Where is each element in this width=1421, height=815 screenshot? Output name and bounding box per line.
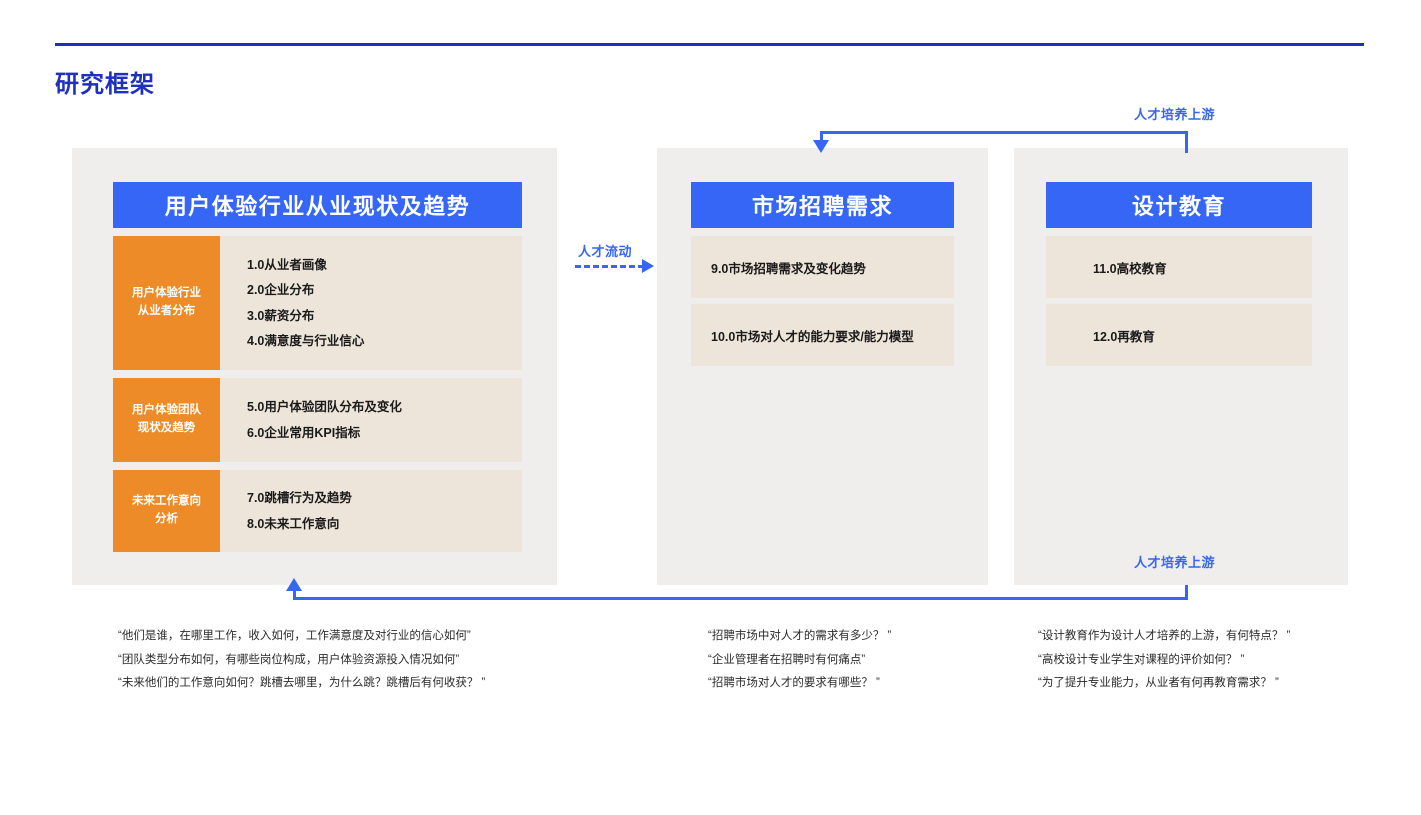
row-items: 1.0从业者画像 2.0企业分布 3.0薪资分布 4.0满意度与行业信心	[220, 236, 522, 370]
column-header-education[interactable]: 设计教育	[1046, 182, 1312, 228]
footnote-group-education: “设计教育作为设计人才培养的上游，有何特点？ ” “高校设计专业学生对课程的评价…	[1038, 625, 1290, 696]
topic-item[interactable]: 7.0跳槽行为及趋势	[247, 491, 352, 505]
top-connector-right-riser	[1185, 131, 1188, 153]
row-tag-line: 现状及趋势	[137, 422, 196, 434]
footnote-line: “企业管理者在招聘时有何痛点”	[708, 653, 866, 666]
arrow-right-icon	[642, 259, 654, 273]
column-header-recruitment[interactable]: 市场招聘需求	[691, 182, 954, 228]
row-tag: 未来工作意向 分析	[113, 470, 220, 552]
row-items: 7.0跳槽行为及趋势 8.0未来工作意向	[220, 470, 522, 552]
topic-card[interactable]: 11.0高校教育	[1046, 236, 1312, 298]
topic-item[interactable]: 4.0满意度与行业信心	[247, 334, 365, 348]
topic-item[interactable]: 5.0用户体验团队分布及变化	[247, 400, 402, 414]
topic-row[interactable]: 用户体验行业 从业者分布 1.0从业者画像 2.0企业分布 3.0薪资分布 4.…	[113, 236, 522, 370]
connector-label-talent-upstream-bottom: 人才培养上游	[1134, 555, 1216, 570]
row-tag: 用户体验团队 现状及趋势	[113, 378, 220, 462]
topic-item[interactable]: 2.0企业分布	[247, 283, 315, 297]
footnote-line: “未来他们的工作意向如何？跳槽去哪里，为什么跳？跳槽后有何收获？ ”	[118, 677, 486, 690]
topic-card-label: 11.0高校教育	[1093, 261, 1167, 276]
footnote-line: “招聘市场对人才的要求有哪些？ ”	[708, 677, 880, 690]
row-tag-line: 从业者分布	[137, 305, 196, 317]
column-header-employment[interactable]: 用户体验行业从业现状及趋势	[113, 182, 522, 228]
connector-label-talent-flow: 人才流动	[578, 244, 633, 259]
footnote-line: “为了提升专业能力，从业者有何再教育需求？ ”	[1038, 677, 1279, 690]
row-tag-line: 分析	[155, 513, 178, 525]
topic-item[interactable]: 1.0从业者画像	[247, 257, 327, 272]
row-tag-line: 未来工作意向	[132, 495, 201, 508]
row-tag-line: 用户体验团队	[132, 404, 201, 417]
footnote-line: “团队类型分布如何，有哪些岗位构成，用户体验资源投入情况如何”	[118, 653, 460, 666]
bottom-connector-right-drop	[1185, 585, 1188, 600]
title-divider	[55, 43, 1364, 46]
footnote-group-recruitment: “招聘市场中对人才的需求有多少？ ” “企业管理者在招聘时有何痛点” “招聘市场…	[708, 625, 891, 696]
topic-row[interactable]: 用户体验团队 现状及趋势 5.0用户体验团队分布及变化 6.0企业常用KPI指标	[113, 378, 522, 462]
footnote-group-employment: “他们是谁，在哪里工作，收入如何，工作满意度及对行业的信心如何” “团队类型分布…	[118, 625, 485, 696]
topic-row[interactable]: 未来工作意向 分析 7.0跳槽行为及趋势 8.0未来工作意向	[113, 470, 522, 552]
topic-item[interactable]: 3.0薪资分布	[247, 308, 315, 323]
row-tag: 用户体验行业 从业者分布	[113, 236, 220, 370]
bottom-connector-left-riser	[293, 589, 296, 600]
topic-card-label: 10.0市场对人才的能力要求/能力模型	[711, 329, 914, 344]
topic-card-label: 9.0市场招聘需求及变化趋势	[711, 261, 866, 276]
topic-item[interactable]: 8.0未来工作意向	[247, 516, 340, 531]
topic-card[interactable]: 12.0再教育	[1046, 304, 1312, 366]
footnote-line: “他们是谁，在哪里工作，收入如何，工作满意度及对行业的信心如何”	[118, 630, 471, 642]
topic-card[interactable]: 10.0市场对人才的能力要求/能力模型	[691, 304, 954, 366]
footnote-line: “设计教育作为设计人才培养的上游，有何特点？ ”	[1038, 630, 1291, 642]
page-title: 研究框架	[55, 71, 155, 98]
talent-flow-dashed-line	[575, 265, 644, 268]
row-tag-line: 用户体验行业	[132, 287, 201, 300]
top-connector-left-drop	[820, 131, 823, 145]
arrow-down-icon	[813, 140, 829, 153]
topic-item[interactable]: 6.0企业常用KPI指标	[247, 425, 361, 440]
topic-card-label: 12.0再教育	[1093, 329, 1155, 344]
connector-label-talent-upstream-top: 人才培养上游	[1134, 107, 1216, 122]
topic-card[interactable]: 9.0市场招聘需求及变化趋势	[691, 236, 954, 298]
bottom-connector-horizontal	[293, 597, 1188, 600]
footnote-line: “招聘市场中对人才的需求有多少？ ”	[708, 630, 892, 642]
arrow-up-icon	[286, 578, 302, 591]
footnote-line: “高校设计专业学生对课程的评价如何？ ”	[1038, 653, 1245, 666]
top-connector-horizontal	[820, 131, 1188, 134]
row-items: 5.0用户体验团队分布及变化 6.0企业常用KPI指标	[220, 378, 522, 462]
